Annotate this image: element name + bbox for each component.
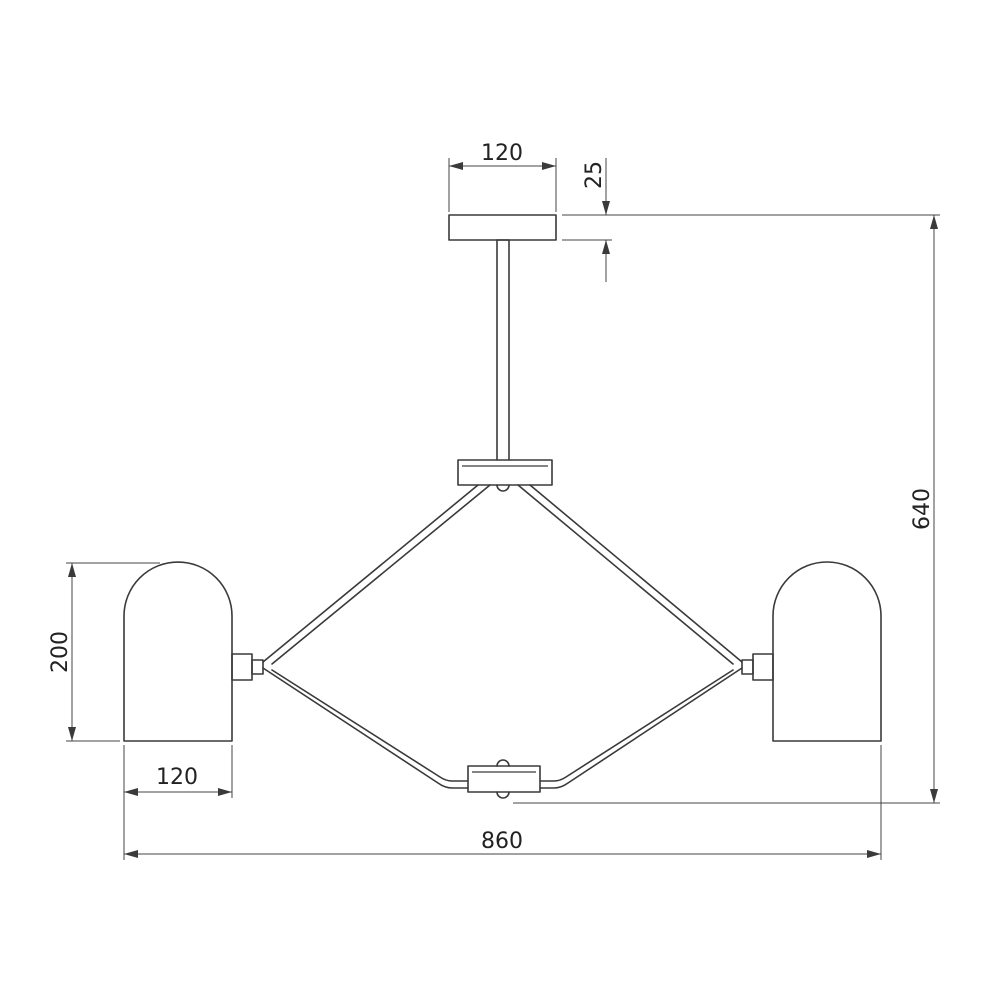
suspension-rod	[496, 239, 510, 461]
dimension-canopy-width: 120	[448, 141, 557, 212]
upper-hub	[457, 459, 553, 492]
frame-arms	[262, 484, 743, 789]
dimension-canopy-height: 25	[562, 158, 940, 282]
right-shade	[741, 561, 882, 742]
dimension-shade-width: 120	[123, 745, 233, 798]
dimension-total-width: 860	[123, 745, 882, 860]
dimension-total-height: 640	[513, 215, 940, 804]
ceiling-canopy	[448, 214, 557, 241]
canopy-height-label: 25	[582, 161, 607, 189]
left-shade	[123, 561, 264, 742]
lower-hub	[467, 759, 541, 799]
canopy-width-label: 120	[481, 141, 523, 166]
shade-height-label: 200	[48, 631, 73, 673]
total-width-label: 860	[481, 829, 523, 854]
total-height-label: 640	[910, 488, 935, 530]
shade-width-label: 120	[156, 765, 198, 790]
dimension-shade-height: 200	[48, 562, 160, 742]
